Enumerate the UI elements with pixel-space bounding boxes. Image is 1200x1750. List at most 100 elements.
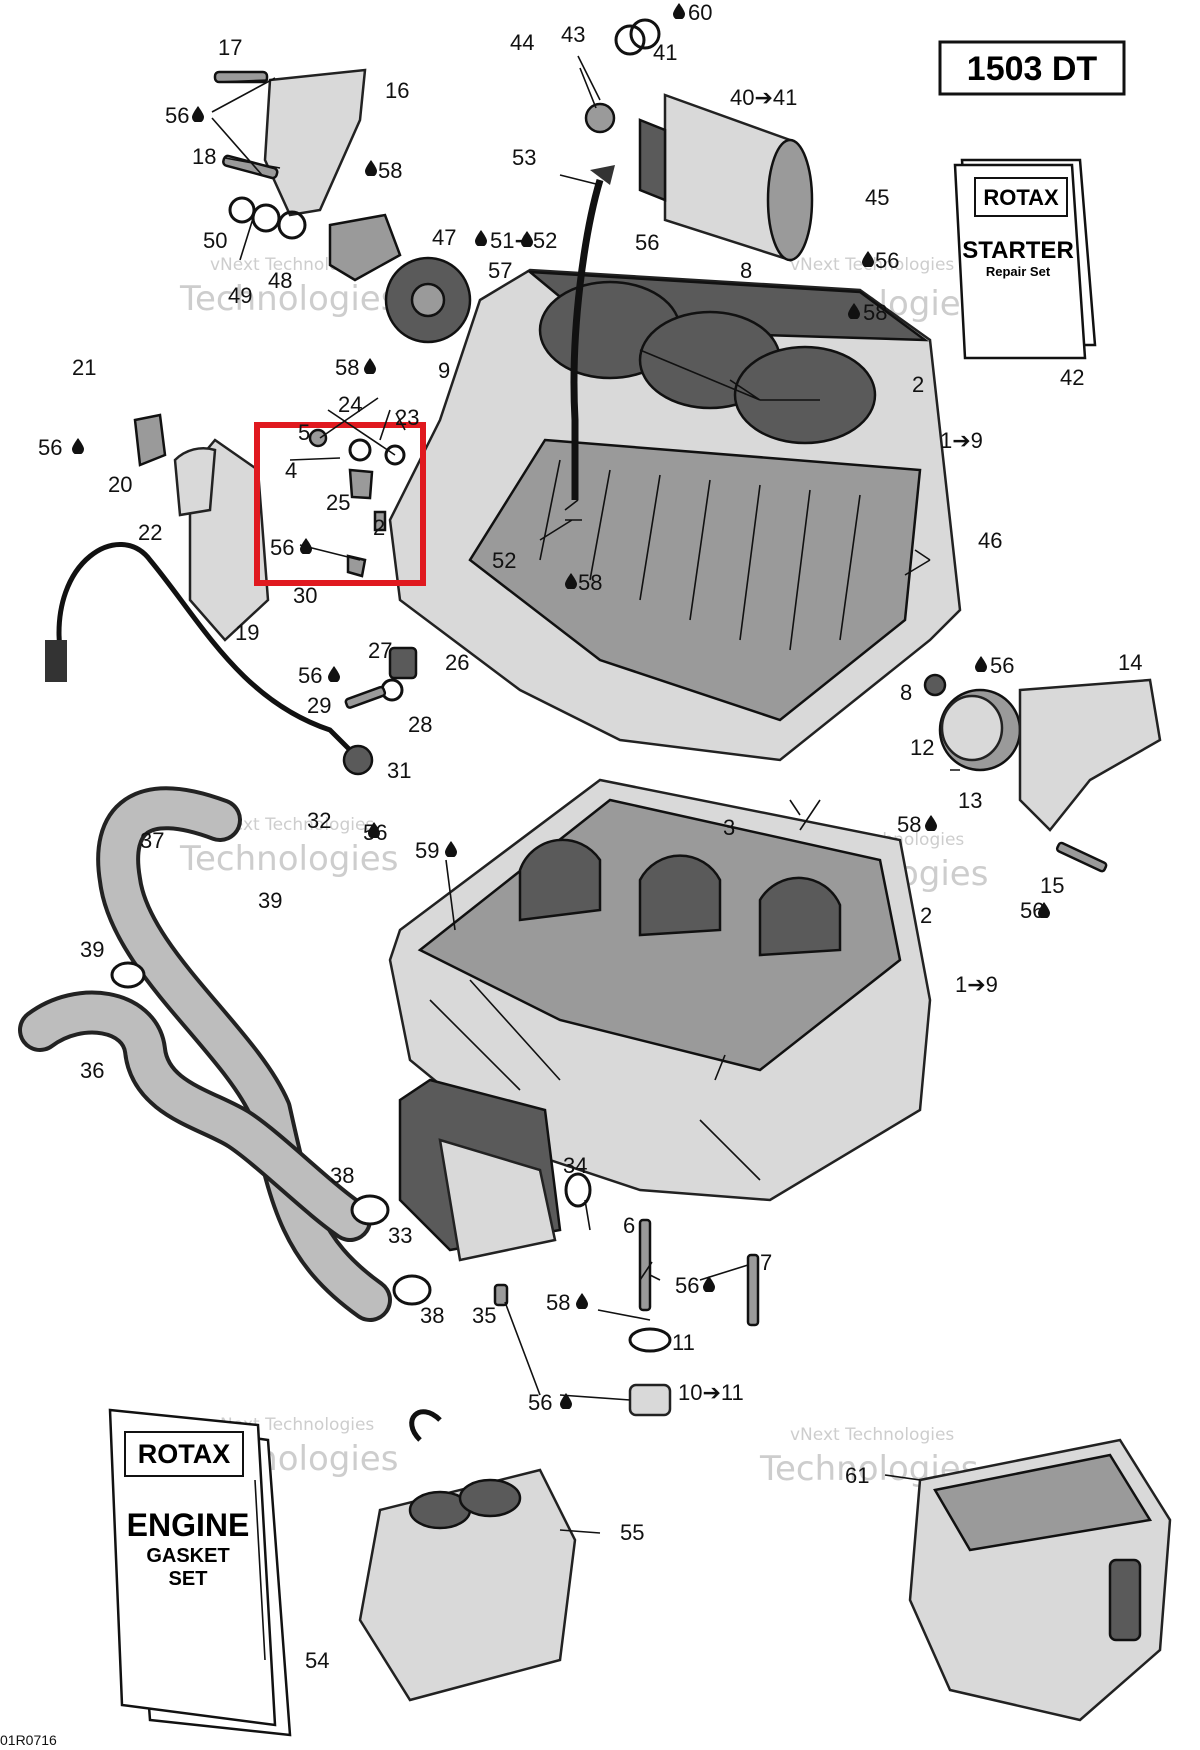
- callout-label[interactable]: 46: [978, 528, 1002, 553]
- callout-label[interactable]: 48: [268, 268, 292, 293]
- callout-label[interactable]: 56: [38, 435, 62, 460]
- callout-label[interactable]: 5: [298, 420, 310, 445]
- callout-label[interactable]: 61: [845, 1463, 869, 1488]
- callout-label[interactable]: 20: [108, 472, 132, 497]
- callout-label[interactable]: 56: [635, 230, 659, 255]
- callout-label[interactable]: 58: [335, 355, 359, 380]
- callout-label[interactable]: 14: [1118, 650, 1142, 675]
- callout-label[interactable]: 52: [492, 548, 516, 573]
- callout-label[interactable]: 53: [512, 145, 536, 170]
- callout-label[interactable]: 35: [472, 1303, 496, 1328]
- callout-label[interactable]: 6: [623, 1213, 635, 1238]
- callout-label[interactable]: 24: [338, 392, 362, 417]
- engine-assembly-61[interactable]: [908, 1438, 1172, 1722]
- mount-screw-15[interactable]: [1055, 841, 1108, 873]
- callout-label[interactable]: 49: [228, 283, 252, 308]
- callout-label[interactable]: 3: [723, 815, 735, 840]
- engine-kit-line1: ENGINE: [127, 1507, 250, 1543]
- callout-label[interactable]: 18: [192, 144, 216, 169]
- callout-label[interactable]: 8: [900, 680, 912, 705]
- callout-label[interactable]: 23: [395, 405, 419, 430]
- dipstick[interactable]: [570, 165, 615, 500]
- callout-label[interactable]: 15: [1040, 873, 1064, 898]
- callout-label[interactable]: 56: [875, 248, 899, 273]
- starter-repair-set-card[interactable]: ROTAX STARTER Repair Set: [953, 158, 1097, 360]
- callout-label[interactable]: 56: [528, 1390, 552, 1415]
- callout-label[interactable]: 19: [235, 620, 259, 645]
- sensor-harness[interactable]: [45, 542, 374, 776]
- callout-label[interactable]: 32: [307, 808, 331, 833]
- callout-label[interactable]: 45: [865, 185, 889, 210]
- callout-label[interactable]: 30: [293, 583, 317, 608]
- callout-label[interactable]: 21: [72, 355, 96, 380]
- callout-label[interactable]: 47: [432, 225, 456, 250]
- callout-label[interactable]: 17: [218, 35, 242, 60]
- callout-label[interactable]: 56: [298, 663, 322, 688]
- upper-crankcase[interactable]: [388, 268, 962, 762]
- callout-label[interactable]: 42: [1060, 365, 1084, 390]
- callout-label[interactable]: 2: [912, 372, 924, 397]
- callout-label[interactable]: 11: [672, 1330, 695, 1355]
- crankcase-bolts[interactable]: [493, 1218, 760, 1417]
- callout-label[interactable]: 60: [688, 0, 712, 25]
- coolant-hose-36[interactable]: [18, 990, 372, 1242]
- thermostat-cover[interactable]: [923, 673, 1162, 832]
- callout-label[interactable]: 43: [561, 22, 585, 47]
- callout-label[interactable]: 37: [140, 828, 164, 853]
- callout-label[interactable]: 25: [326, 490, 350, 515]
- callout-label[interactable]: 54: [305, 1648, 329, 1673]
- callout-label[interactable]: 39: [80, 937, 104, 962]
- callout-label[interactable]: 38: [420, 1303, 444, 1328]
- callout-label[interactable]: 31: [387, 758, 411, 783]
- callout-label[interactable]: 16: [385, 78, 409, 103]
- callout-label[interactable]: 28: [408, 712, 432, 737]
- callout-label[interactable]: 12: [910, 735, 934, 760]
- callout-label[interactable]: 58: [546, 1290, 570, 1315]
- coolant-hose-37[interactable]: [96, 786, 392, 1322]
- callout-label[interactable]: 36: [80, 1058, 104, 1083]
- starter-motor[interactable]: [584, 93, 814, 262]
- callout-label[interactable]: 10➔11: [678, 1380, 744, 1405]
- short-block-55[interactable]: [358, 1409, 577, 1702]
- lower-crankcase[interactable]: [388, 778, 932, 1202]
- figure-code: 01R0716: [0, 1732, 57, 1748]
- oil-cooler[interactable]: [398, 1078, 592, 1262]
- engine-mount-27[interactable]: [344, 646, 418, 709]
- callout-label[interactable]: 9: [438, 358, 450, 383]
- callout-label[interactable]: 33: [388, 1223, 412, 1248]
- callout-label[interactable]: 1➔9: [940, 428, 983, 453]
- callout-label[interactable]: 2: [920, 903, 932, 928]
- callout-label[interactable]: 58: [578, 570, 602, 595]
- callout-label[interactable]: 39: [258, 888, 282, 913]
- balancer-gear[interactable]: [384, 256, 472, 344]
- callout-label[interactable]: 8: [740, 258, 752, 283]
- callout-label[interactable]: 13: [958, 788, 982, 813]
- callout-label[interactable]: 22: [138, 520, 162, 545]
- callout-label[interactable]: 44: [510, 30, 534, 55]
- callout-label[interactable]: 40➔41: [730, 85, 797, 110]
- callout-label[interactable]: 56: [675, 1273, 699, 1298]
- engine-bracket[interactable]: [213, 68, 402, 282]
- callout-label[interactable]: 34: [563, 1153, 587, 1178]
- callout-label[interactable]: 4: [285, 458, 297, 483]
- callout-label[interactable]: 29: [307, 693, 331, 718]
- callout-label[interactable]: 58: [378, 158, 402, 183]
- callout-label[interactable]: 38: [330, 1163, 354, 1188]
- callout-label[interactable]: 56: [270, 535, 294, 560]
- callout-label[interactable]: 56: [990, 653, 1014, 678]
- callout-label[interactable]: 27: [368, 638, 392, 663]
- callout-label[interactable]: 2: [373, 515, 385, 540]
- callout-label[interactable]: 50: [203, 228, 227, 253]
- callout-label[interactable]: 58: [897, 812, 921, 837]
- callout-label[interactable]: 59: [415, 838, 439, 863]
- callout-label[interactable]: 26: [445, 650, 469, 675]
- callout-label[interactable]: 55: [620, 1520, 644, 1545]
- callout-label[interactable]: 1➔9: [955, 972, 998, 997]
- callout-label[interactable]: 57: [488, 258, 512, 283]
- engine-gasket-set-card[interactable]: ROTAX ENGINE GASKET SET: [108, 1408, 292, 1737]
- callout-label[interactable]: 58: [863, 300, 887, 325]
- callout-label[interactable]: 56: [165, 103, 189, 128]
- callout-label[interactable]: 41: [653, 40, 677, 65]
- callout-label[interactable]: 7: [760, 1250, 772, 1275]
